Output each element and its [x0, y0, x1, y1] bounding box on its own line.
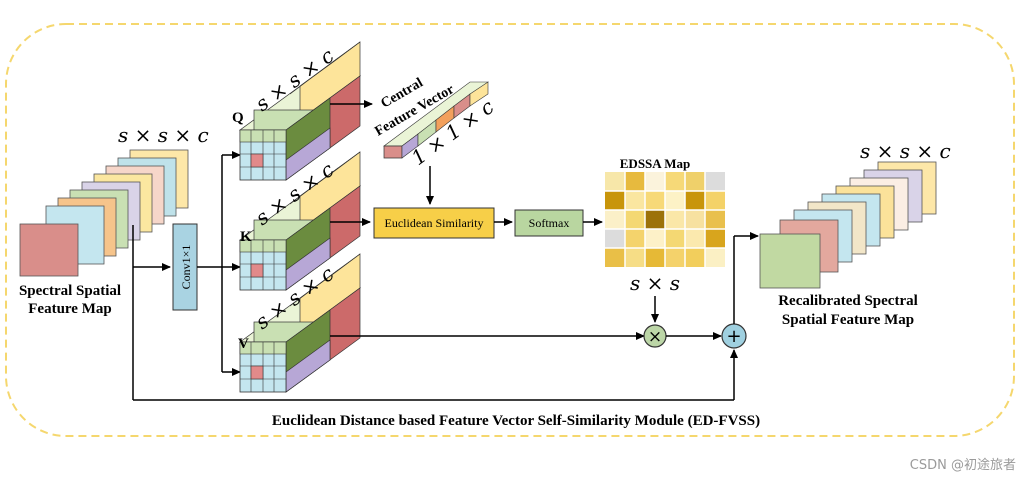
central-feature-vector	[383, 81, 489, 159]
softmax-label: Softmax	[529, 216, 570, 230]
euclidean-similarity-box	[373, 207, 495, 239]
output-label-line2: Spatial Feature Map	[782, 312, 914, 328]
conv-label: Conv1×1	[179, 245, 193, 290]
q-feature-cube	[238, 41, 362, 181]
output-dims: s × s × c	[860, 139, 951, 163]
input-dims: s × s × c	[118, 123, 209, 147]
conv-box	[172, 223, 198, 311]
v-label: V	[238, 336, 249, 352]
softmax-box	[514, 209, 584, 237]
input-feature-stack	[19, 149, 189, 277]
module-border	[5, 23, 1015, 437]
v-feature-cube	[238, 253, 362, 393]
q-label: Q	[232, 110, 244, 126]
edssa-dims: s × s	[630, 271, 680, 295]
euclidean-similarity-label: Euclidean Similarity	[385, 216, 484, 230]
output-feature-stack	[759, 161, 937, 289]
k-feature-cube	[238, 151, 362, 291]
edssa-map-grid	[605, 172, 725, 267]
k-label: K	[240, 229, 252, 245]
input-label-line2: Feature Map	[28, 301, 111, 317]
module-title: Euclidean Distance based Feature Vector …	[272, 413, 760, 429]
input-label-line1: Spectral Spatial	[19, 283, 121, 299]
output-label-line1: Recalibrated Spectral	[778, 293, 918, 309]
edssa-title: EDSSA Map	[620, 156, 690, 171]
add-symbol: +	[726, 326, 741, 347]
multiply-symbol: ×	[648, 327, 662, 347]
watermark: CSDN @初途旅者	[909, 458, 1016, 473]
